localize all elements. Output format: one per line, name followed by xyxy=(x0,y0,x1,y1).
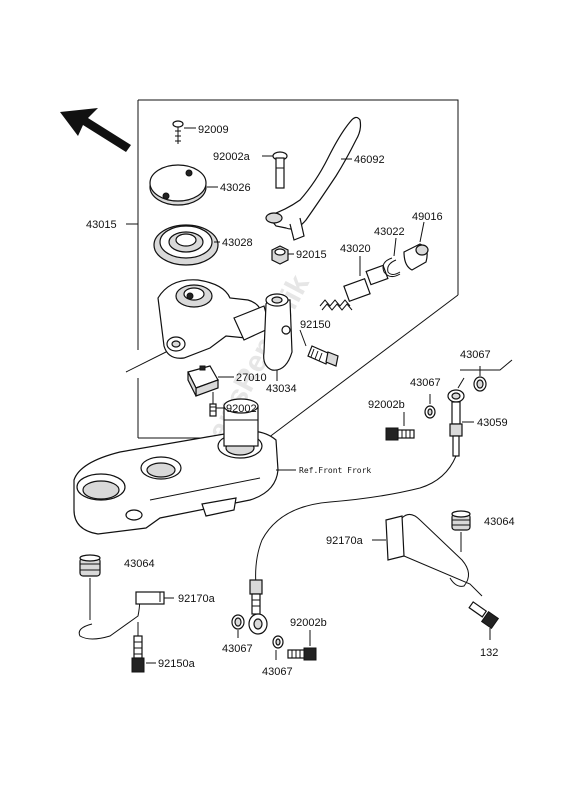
front-direction-arrow-icon xyxy=(60,108,131,152)
screw-92002 xyxy=(209,392,224,417)
label-43026: 43026 xyxy=(220,182,251,194)
label-92150a: 92150a xyxy=(158,658,196,670)
reservoir-cap-43026 xyxy=(149,164,218,206)
nut-92015 xyxy=(271,245,294,265)
bolt-92002b-top xyxy=(385,412,415,441)
hose-clamp-92170a-right xyxy=(372,514,483,597)
label-92170a-left: 92170a xyxy=(178,593,216,605)
circlip-43022 xyxy=(382,237,401,278)
label-92002b-bottom: 92002b xyxy=(290,617,327,629)
hose-clamp-92170a-left xyxy=(78,591,174,640)
ref-front-fork: Ref.Front Frork xyxy=(276,466,371,475)
switch-27010 xyxy=(187,365,234,397)
label-46092: 46092 xyxy=(354,154,385,166)
label-43067-bl: 43067 xyxy=(222,643,253,655)
washer-43067-mid xyxy=(424,394,436,419)
fork-bracket xyxy=(73,398,279,535)
master-cylinder-body-43015 xyxy=(157,279,271,359)
part-labels: 92009 92002a 46092 43026 43015 43028 490… xyxy=(86,124,515,678)
label-49016: 49016 xyxy=(412,211,443,223)
washer-43067-top xyxy=(460,359,513,392)
washer-43067-bottom-left xyxy=(231,614,245,638)
label-92170a-right: 92170a xyxy=(326,535,364,547)
ref-front-fork-label: Ref.Front Frork xyxy=(299,466,371,475)
label-43067-mid: 43067 xyxy=(410,377,441,389)
banjo-fitting-lower xyxy=(248,579,268,635)
bolt-92150a xyxy=(131,622,156,673)
grommet-43064-right xyxy=(451,510,471,552)
banjo-fitting-43059 xyxy=(447,377,474,457)
label-92150: 92150 xyxy=(300,319,331,331)
piston-assembly-43020 xyxy=(319,256,389,311)
label-43064-left: 43064 xyxy=(124,558,155,570)
bolt-92002b-bottom xyxy=(287,630,317,661)
assembly-frame xyxy=(125,99,459,439)
label-43015: 43015 xyxy=(86,219,117,231)
diaphragm-43028 xyxy=(153,224,220,266)
label-43028: 43028 xyxy=(222,237,253,249)
label-92002a: 92002a xyxy=(213,151,251,163)
label-92002: 92002 xyxy=(226,403,257,415)
bolt-132 xyxy=(468,601,500,640)
washer-43067-bottom xyxy=(272,635,284,660)
label-132: 132 xyxy=(480,647,498,659)
brake-hose xyxy=(255,455,457,587)
brake-lever-46092 xyxy=(265,116,362,241)
label-92009: 92009 xyxy=(198,124,229,136)
grommet-43064-left xyxy=(79,554,101,620)
label-43064-right: 43064 xyxy=(484,516,515,528)
pivot-bolt-92002a xyxy=(262,151,288,189)
label-43067-bottom: 43067 xyxy=(262,666,293,678)
dust-boot-49016 xyxy=(403,221,429,271)
bolt-92150 xyxy=(299,329,339,367)
label-92002b-top: 92002b xyxy=(368,399,405,411)
label-27010: 27010 xyxy=(236,372,267,384)
label-43034: 43034 xyxy=(266,383,297,395)
label-92015: 92015 xyxy=(296,249,327,261)
label-43020: 43020 xyxy=(340,243,371,255)
label-43067-top: 43067 xyxy=(460,349,491,361)
clamp-43034 xyxy=(263,293,293,381)
label-43059: 43059 xyxy=(477,417,508,429)
screw-92009 xyxy=(172,120,196,144)
label-43022: 43022 xyxy=(374,226,405,238)
